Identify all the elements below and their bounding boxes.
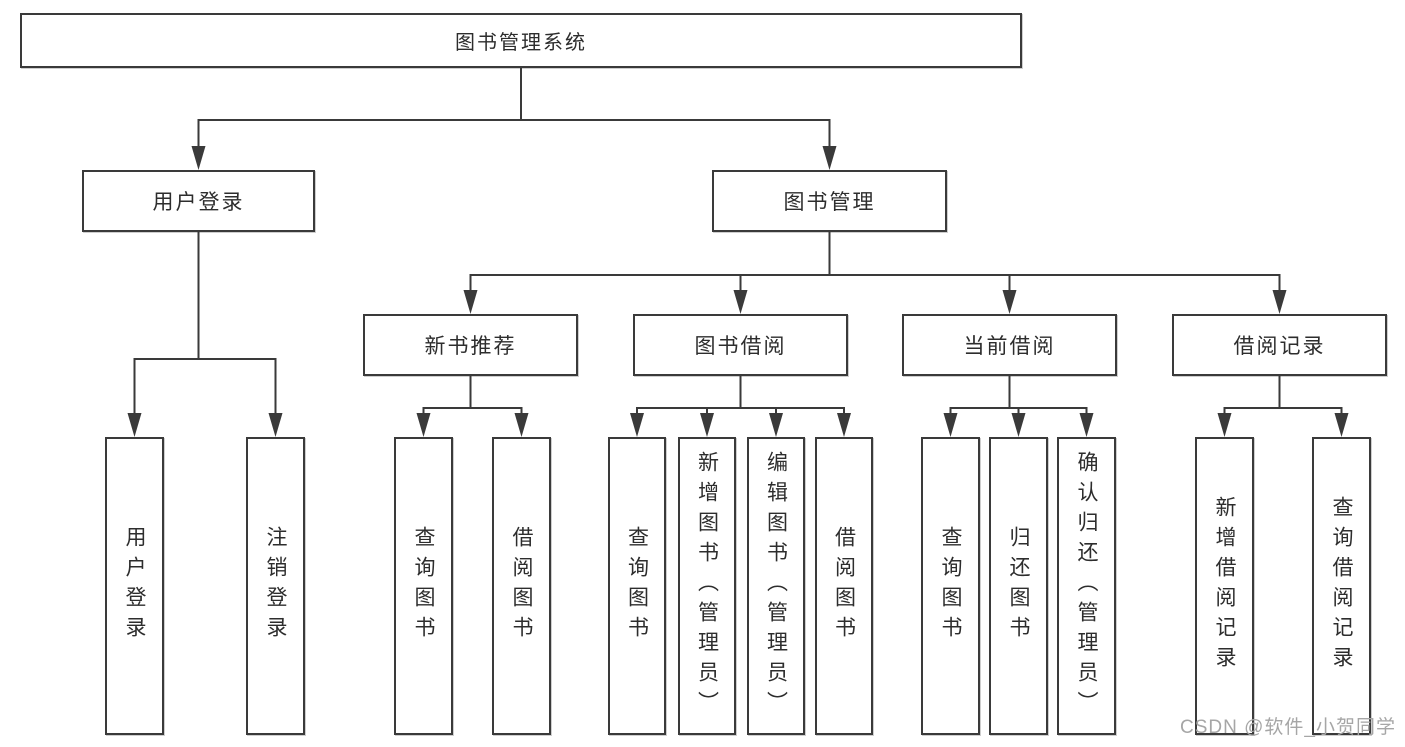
leaf-confirm-return-admin: 确认归还（管理员）: [1057, 437, 1116, 735]
node-borrow-records: 借阅记录: [1172, 314, 1387, 376]
connector-book-borrow-children: [630, 376, 851, 437]
node-label: 用户登录: [123, 526, 146, 646]
leaf-borrow-books: 借阅图书: [815, 437, 873, 735]
connector-new-book-children: [416, 376, 529, 437]
node-current-borrow: 当前借阅: [902, 314, 1117, 376]
leaf-query-borrow-record: 查询借阅记录: [1312, 437, 1371, 735]
leaf-borrow-books-recommend: 借阅图书: [492, 437, 551, 735]
node-user-login: 用户登录: [82, 170, 315, 232]
node-label: 借阅图书: [510, 526, 533, 646]
node-label: 用户登录: [152, 191, 245, 214]
node-label: 归还图书: [1007, 526, 1030, 646]
leaf-logout: 注销登录: [246, 437, 305, 735]
node-label: 借阅记录: [1233, 335, 1326, 358]
node-label: 查询借阅记录: [1330, 496, 1353, 676]
leaf-query-books-recommend: 查询图书: [394, 437, 453, 735]
node-label: 借阅图书: [832, 526, 856, 646]
node-label: 确认归还（管理员）: [1075, 451, 1098, 721]
node-label: 当前借阅: [963, 335, 1056, 358]
node-label: 新书推荐: [424, 335, 517, 358]
leaf-edit-books-admin: 编辑图书（管理员）: [747, 437, 805, 735]
leaf-query-books-borrow: 查询图书: [608, 437, 666, 735]
leaf-add-books-admin: 新增图书（管理员）: [678, 437, 736, 735]
node-label: 编辑图书（管理员）: [764, 451, 788, 721]
connector-root-to-level1: [191, 68, 837, 170]
node-label: 新增图书（管理员）: [695, 451, 719, 721]
csdn-watermark: CSDN @软件_小贺同学: [1180, 717, 1396, 738]
node-label: 查询图书: [939, 526, 962, 646]
node-label: 图书借阅: [694, 335, 787, 358]
leaf-query-books-current: 查询图书: [921, 437, 980, 735]
node-label: 查询图书: [412, 526, 435, 646]
node-book-management: 图书管理: [712, 170, 947, 232]
connector-user-login-children: [127, 232, 283, 437]
node-label: 新增借阅记录: [1213, 496, 1236, 676]
node-book-borrow: 图书借阅: [633, 314, 848, 376]
node-label: 图书管理: [783, 191, 876, 214]
node-library-management-system: 图书管理系统: [20, 13, 1022, 68]
connector-borrow-records-children: [1217, 376, 1349, 437]
node-label: 图书管理系统: [455, 32, 587, 54]
connector-current-borrow-children: [943, 376, 1094, 437]
connector-book-management-children: [463, 232, 1287, 314]
node-label: 注销登录: [264, 526, 287, 646]
node-new-book-recommend: 新书推荐: [363, 314, 578, 376]
leaf-user-login: 用户登录: [105, 437, 164, 735]
leaf-return-books: 归还图书: [989, 437, 1048, 735]
leaf-add-borrow-record: 新增借阅记录: [1195, 437, 1254, 735]
node-label: 查询图书: [625, 526, 649, 646]
